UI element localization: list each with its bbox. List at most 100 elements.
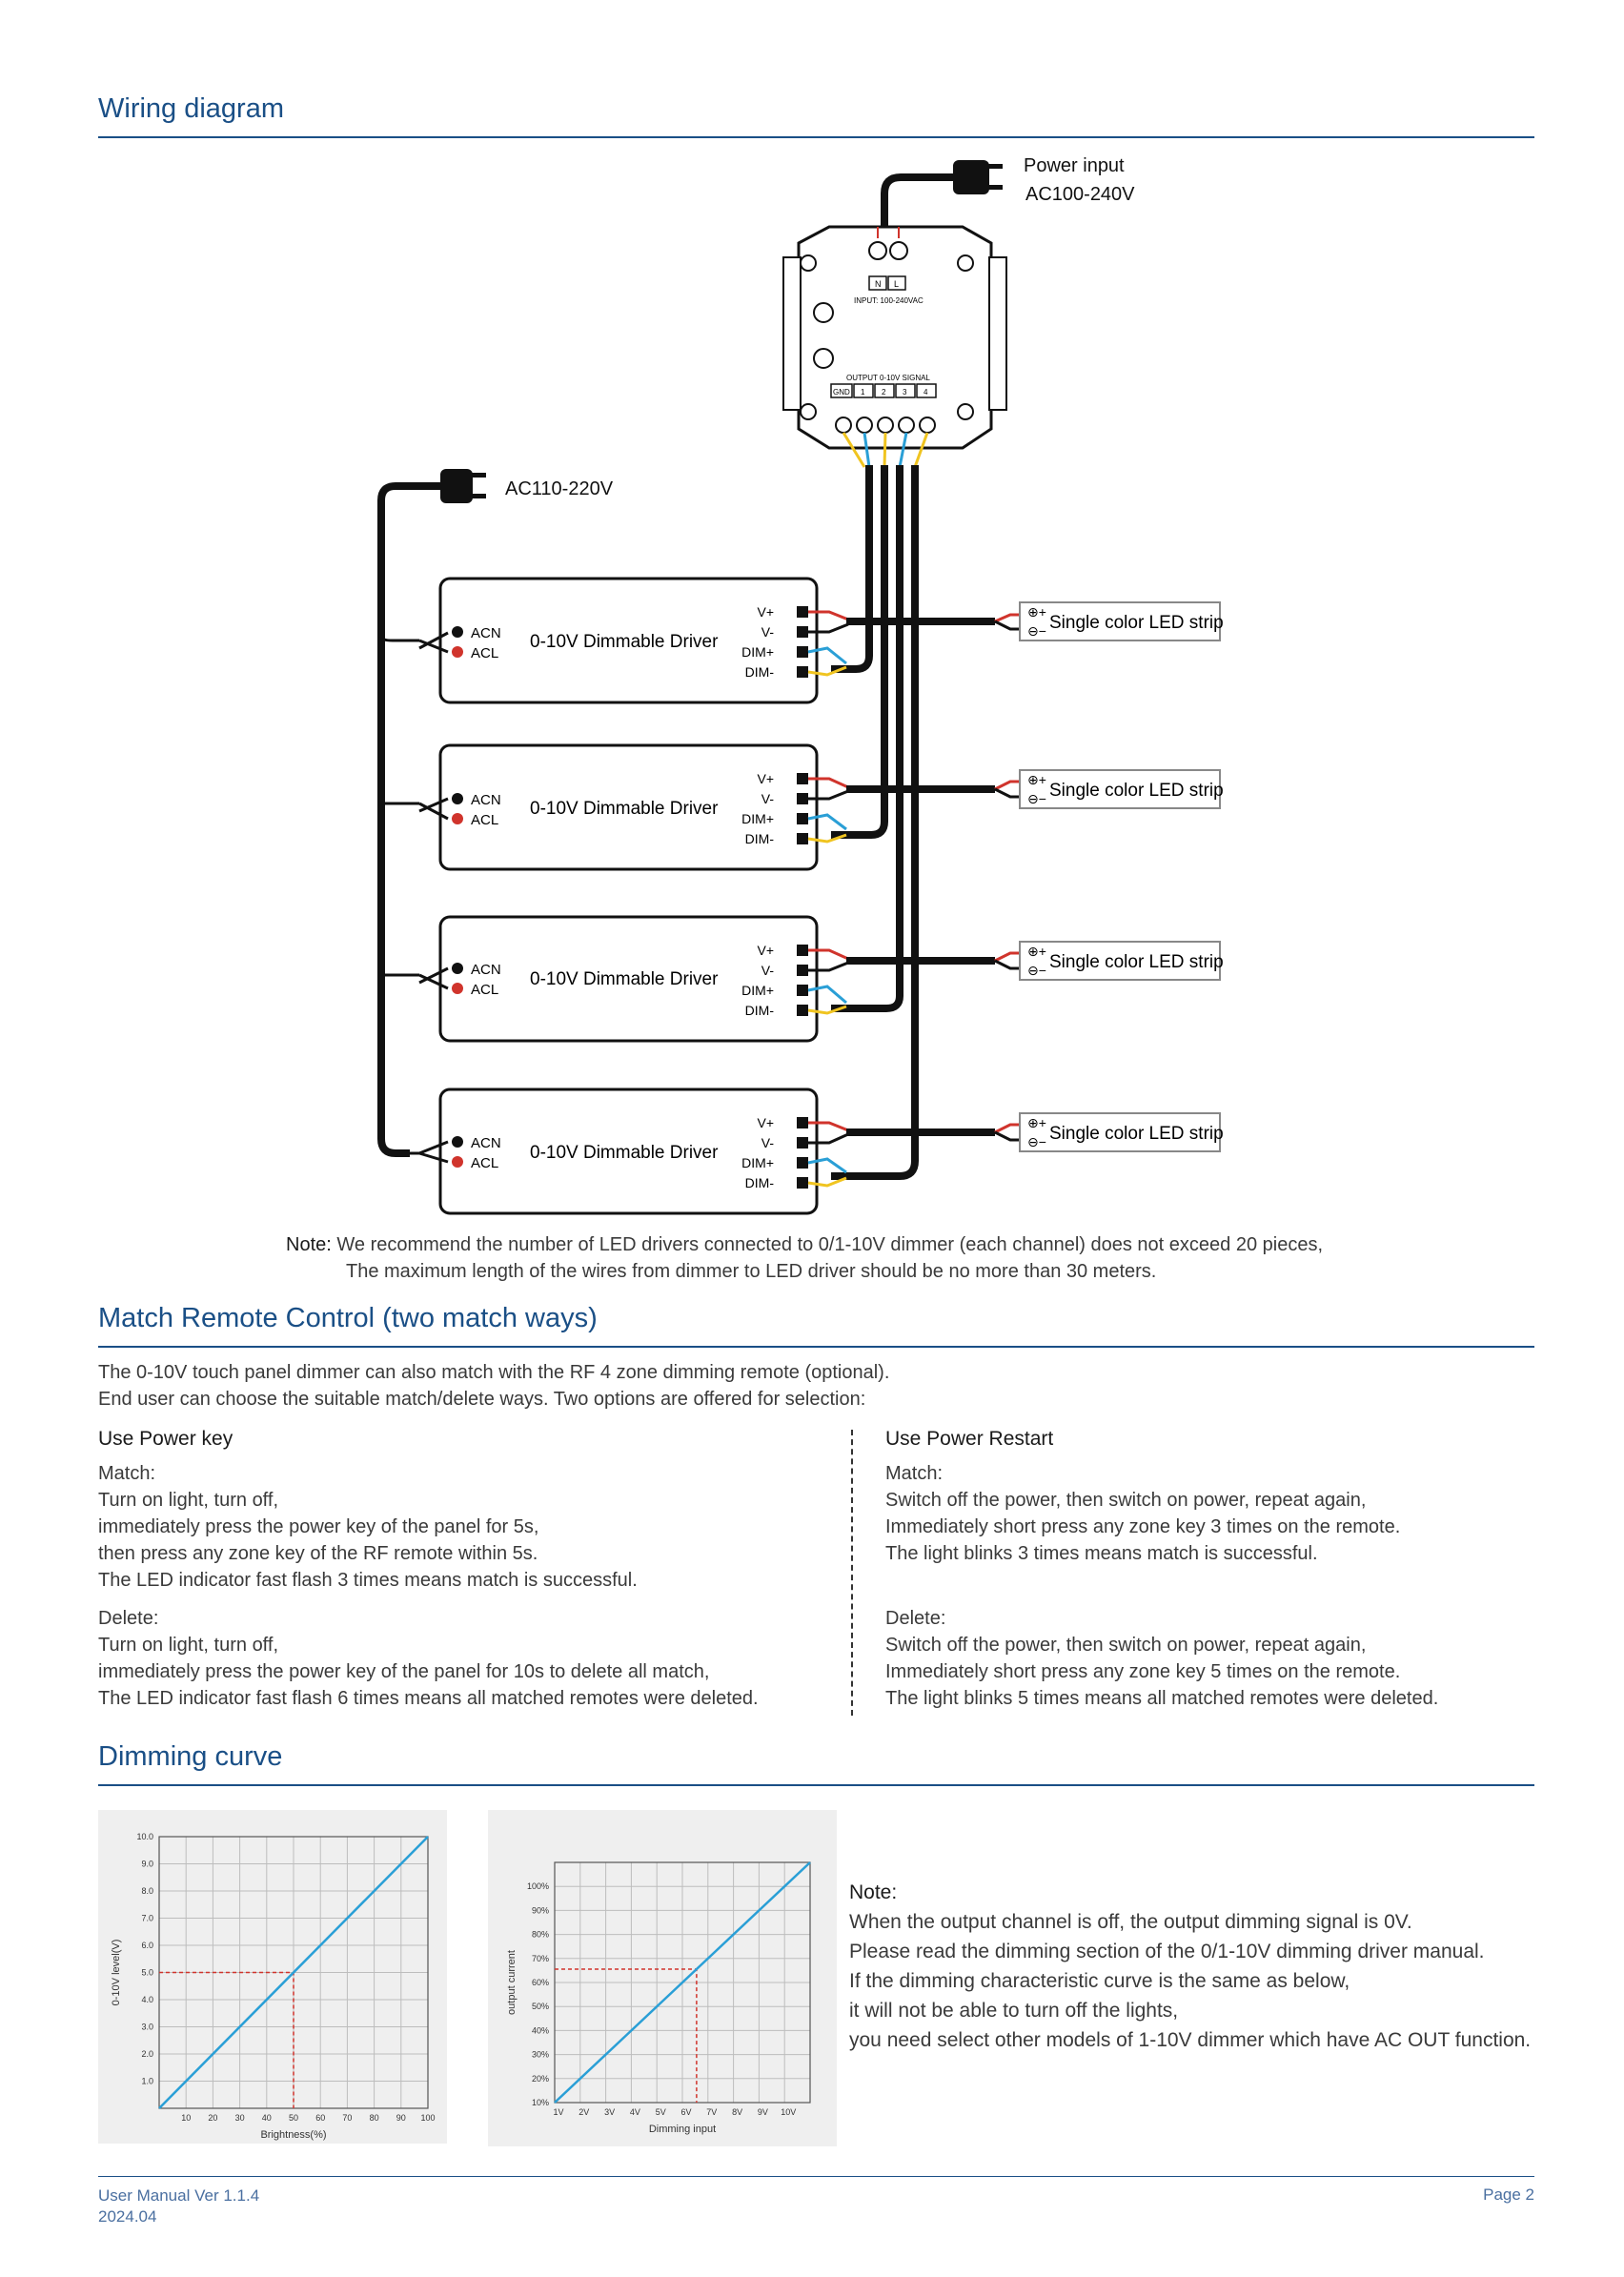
dimmer-output-text: OUTPUT 0-10V SIGNAL [846, 374, 930, 382]
right-match-line: Immediately short press any zone key 3 t… [885, 1516, 1401, 1537]
x-tick-label: 1V [553, 2107, 563, 2117]
dimmer-terminal-l: L [894, 279, 899, 289]
svg-text:V+: V+ [757, 1115, 774, 1130]
section-title-wiring: Wiring diagram [98, 93, 284, 124]
y-tick-label: 8.0 [141, 1886, 153, 1896]
dimmer-terminal-n: N [875, 279, 882, 289]
x-tick-label: 40 [262, 2113, 272, 2123]
y-tick-label: 20% [532, 2074, 549, 2084]
driver-1: ACN ACL 0-10V Dimmable Driver V+ V- DIM+… [379, 577, 819, 704]
y-tick-label: 6.0 [141, 1941, 153, 1950]
x-tick-label: 90 [396, 2113, 406, 2123]
power-input-voltage: AC100-240V [1025, 184, 1135, 205]
series-line [158, 1836, 429, 2109]
y-tick-label: 3.0 [141, 2023, 153, 2032]
dimmer-output-terminals: GND 1 2 3 4 [830, 383, 937, 398]
y-tick-label: 1.0 [141, 2077, 153, 2086]
match-left-column: Use Power key Match: Turn on light, turn… [98, 1428, 822, 1712]
section-rule [98, 1346, 1534, 1348]
svg-text:ACN: ACN [471, 962, 501, 978]
mains-plug-icon [377, 469, 486, 1157]
y-axis-label: 0-10V level(V) [111, 1940, 122, 2006]
y-tick-label: 40% [532, 2025, 549, 2035]
svg-text:DIM+: DIM+ [741, 983, 774, 998]
dimming-note-title: Note: [849, 1881, 898, 1903]
y-tick-label: 70% [532, 1954, 549, 1963]
column-divider [851, 1430, 853, 1716]
svg-text:V+: V+ [757, 604, 774, 620]
svg-text:DIM+: DIM+ [741, 811, 774, 826]
x-tick-label: 6V [680, 2107, 691, 2117]
svg-text:0-10V Dimmable Driver: 0-10V Dimmable Driver [530, 1143, 719, 1163]
svg-text:Single color LED strip: Single color LED strip [1049, 1124, 1224, 1144]
right-delete-line: The light blinks 5 times means all match… [885, 1688, 1439, 1709]
y-tick-label: 10.0 [136, 1832, 153, 1841]
led-strip-2: ⊕+⊖− Single color LED strip [1019, 769, 1224, 809]
svg-text:⊕+: ⊕+ [1027, 944, 1046, 959]
series-line [554, 1861, 811, 2104]
x-tick-label: 30 [235, 2113, 245, 2123]
section-rule [98, 136, 1534, 138]
x-tick-label: 10V [781, 2107, 796, 2117]
svg-text:V-: V- [761, 963, 775, 978]
y-axis-label: output current [506, 1950, 518, 2015]
left-delete-line: Turn on light, turn off, [98, 1635, 278, 1656]
note-prefix: Note: [286, 1234, 332, 1255]
led-strip-3: ⊕+ ⊖− Single color LED strip [1019, 941, 1224, 981]
y-tick-label: 4.0 [141, 1995, 153, 2004]
svg-text:⊖−: ⊖− [1027, 1134, 1046, 1149]
svg-text:ACN: ACN [471, 625, 501, 641]
svg-text:0-10V Dimmable Driver: 0-10V Dimmable Driver [530, 799, 719, 819]
dimmer-unit: N L INPUT: 100-240VAC OUTPUT 0-10V SIGNA… [782, 225, 1007, 450]
match-right-column: Use Power Restart Match: Switch off the … [885, 1428, 1533, 1712]
y-tick-label: 60% [532, 1978, 549, 1987]
section-title-dimming: Dimming curve [98, 1741, 283, 1772]
dimming-note-line: it will not be able to turn off the ligh… [849, 2000, 1179, 2022]
y-tick-label: 50% [532, 2002, 549, 2011]
x-tick-label: 7V [706, 2107, 717, 2117]
x-tick-label: 5V [656, 2107, 666, 2117]
svg-text:V+: V+ [757, 943, 774, 958]
wiring-note: Note: We recommend the number of LED dri… [286, 1231, 1323, 1285]
footer-manual: User Manual Ver 1.1.4 [98, 2186, 260, 2205]
svg-text:⊖−: ⊖− [1027, 623, 1046, 639]
svg-text:V-: V- [761, 624, 775, 640]
right-delete-line: Immediately short press any zone key 5 t… [885, 1661, 1401, 1682]
match-intro-2: End user can choose the suitable match/d… [98, 1389, 866, 1410]
svg-text:⊖−: ⊖− [1027, 963, 1046, 978]
svg-text:Single color LED strip: Single color LED strip [1049, 781, 1224, 801]
dimming-note-line: Please read the dimming section of the 0… [849, 1941, 1485, 1962]
left-match-line: immediately press the power key of the p… [98, 1516, 539, 1537]
x-tick-label: 100 [420, 2113, 435, 2123]
y-tick-label: 90% [532, 1905, 549, 1915]
led-strip-4: ⊕+⊖− Single color LED strip [1019, 1112, 1224, 1152]
right-delete-label: Delete: [885, 1608, 946, 1629]
x-axis-label: Brightness(%) [260, 2129, 326, 2141]
svg-text:GND: GND [833, 388, 850, 396]
x-tick-label: 2V [579, 2107, 589, 2117]
x-tick-label: 20 [208, 2113, 217, 2123]
right-delete-line: Switch off the power, then switch on pow… [885, 1635, 1367, 1656]
svg-text:0-10V Dimmable Driver: 0-10V Dimmable Driver [530, 969, 719, 989]
dimming-note-line: When the output channel is off, the outp… [849, 1911, 1412, 1933]
left-match-line: then press any zone key of the RF remote… [98, 1543, 538, 1564]
svg-text:DIM-: DIM- [745, 831, 775, 846]
match-intro-1: The 0-10V touch panel dimmer can also ma… [98, 1362, 890, 1383]
svg-text:⊖−: ⊖− [1027, 791, 1046, 806]
svg-text:⊕+: ⊕+ [1027, 604, 1046, 620]
x-tick-label: 60 [315, 2113, 325, 2123]
x-tick-label: 4V [630, 2107, 640, 2117]
svg-text:ACL: ACL [471, 1155, 498, 1171]
led-strip-1: ⊕+⊖− Single color LED strip [1019, 601, 1224, 641]
svg-text:DIM+: DIM+ [741, 644, 774, 660]
left-match-line: The LED indicator fast flash 3 times mea… [98, 1570, 638, 1591]
footer-rule [98, 2176, 1534, 2177]
svg-text:Single color LED strip: Single color LED strip [1049, 952, 1224, 972]
x-tick-label: 80 [370, 2113, 379, 2123]
right-match-line: The light blinks 3 times means match is … [885, 1543, 1318, 1564]
right-match-label: Match: [885, 1463, 944, 1484]
